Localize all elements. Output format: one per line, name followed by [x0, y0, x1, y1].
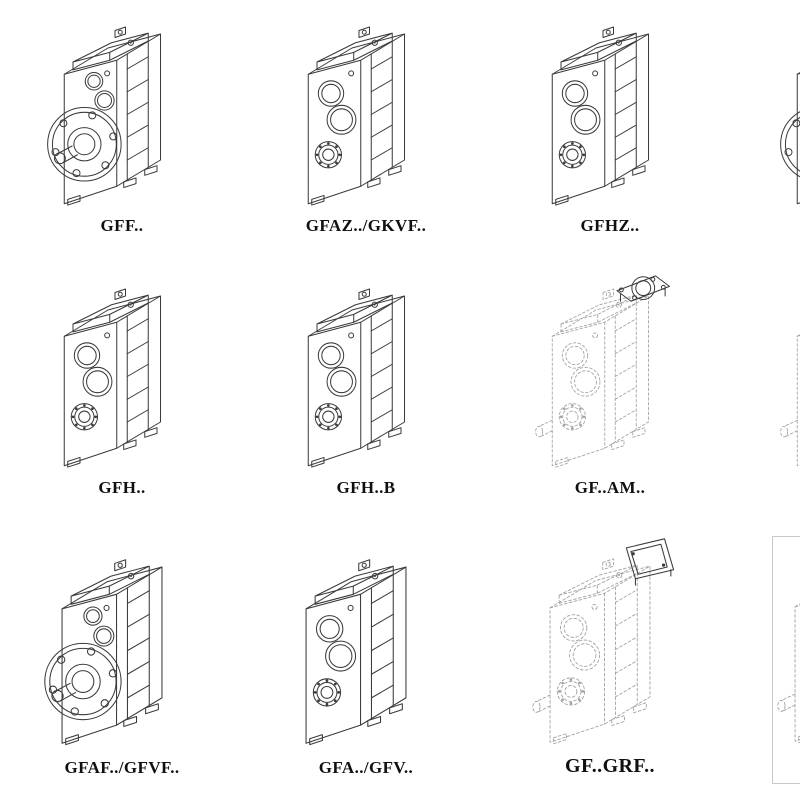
- gfaf-gfvf-label: GFAF../GFVF..: [64, 758, 180, 777]
- gf-am-label: GF..AM..: [574, 478, 646, 497]
- cell-gf-grf: GF..GRF..: [528, 536, 692, 784]
- shaft-gearbox-illustration: [63, 288, 162, 468]
- ghost-gearbox-motor-flange-illustration: [535, 275, 671, 468]
- cell-gf-ad: GF..AD..: [772, 536, 800, 784]
- gf-ad-drawing: [773, 536, 800, 754]
- gfh-b-label: GFH..B: [336, 478, 396, 497]
- gfh-b-drawing: [284, 268, 448, 478]
- cell-gfa-gfv: GFA../GFV..: [284, 536, 448, 784]
- gfaf-gfvf-drawing: [40, 536, 204, 758]
- gfhz-drawing: [528, 6, 692, 216]
- gfhf-drawing: [772, 6, 800, 216]
- cell-gf-am: GF..AM..: [528, 274, 692, 504]
- gfa-gfv-drawing: [284, 536, 448, 758]
- cell-gff: GFF..: [40, 16, 204, 242]
- cell-gfaz-gkvf: GFAZ../GKVF..: [284, 16, 448, 242]
- flange-gearbox-illustration: [44, 559, 163, 746]
- cell-gfh-b: GFH..B: [284, 274, 448, 504]
- cell-gfhf: GFHF..: [772, 16, 800, 242]
- gff-drawing: [40, 6, 204, 216]
- gfa-gfv-label: GFA../GFV..: [318, 758, 414, 777]
- shaft-gearbox-illustration: [307, 26, 406, 206]
- gfaz-gkvf-drawing: [284, 6, 448, 216]
- flange-hollow-gearbox-illustration: [780, 26, 800, 206]
- cell-gfhz: GFHZ..: [528, 16, 692, 242]
- cell-gf-y: GF..Y..: [772, 274, 800, 504]
- gf-grf-drawing: [528, 536, 692, 755]
- cell-gfh: GFH..: [40, 274, 204, 504]
- gff-label: GFF..: [100, 216, 144, 235]
- gfh-label: GFH..: [98, 478, 146, 497]
- ghost-gearbox-motor-illustration: [780, 288, 800, 468]
- shaft-gearbox-illustration: [551, 26, 650, 206]
- gfhz-label: GFHZ..: [580, 216, 640, 235]
- gf-am-drawing: [528, 268, 692, 478]
- ghost-gearbox-input-shaft-illustration: [777, 557, 800, 744]
- shaft-gearbox-illustration: [307, 288, 406, 468]
- cell-gfaf-gfvf: GFAF../GFVF..: [40, 536, 204, 784]
- gfaz-gkvf-label: GFAZ../GKVF..: [305, 216, 427, 235]
- gfh-drawing: [40, 268, 204, 478]
- gf-y-drawing: [772, 268, 800, 478]
- ghost-gearbox-adapter-box-illustration: [532, 537, 675, 744]
- gf-grf-label: GF..GRF..: [565, 755, 655, 777]
- flange-gearbox-illustration: [47, 26, 162, 206]
- shaft-gearbox-illustration: [305, 559, 407, 746]
